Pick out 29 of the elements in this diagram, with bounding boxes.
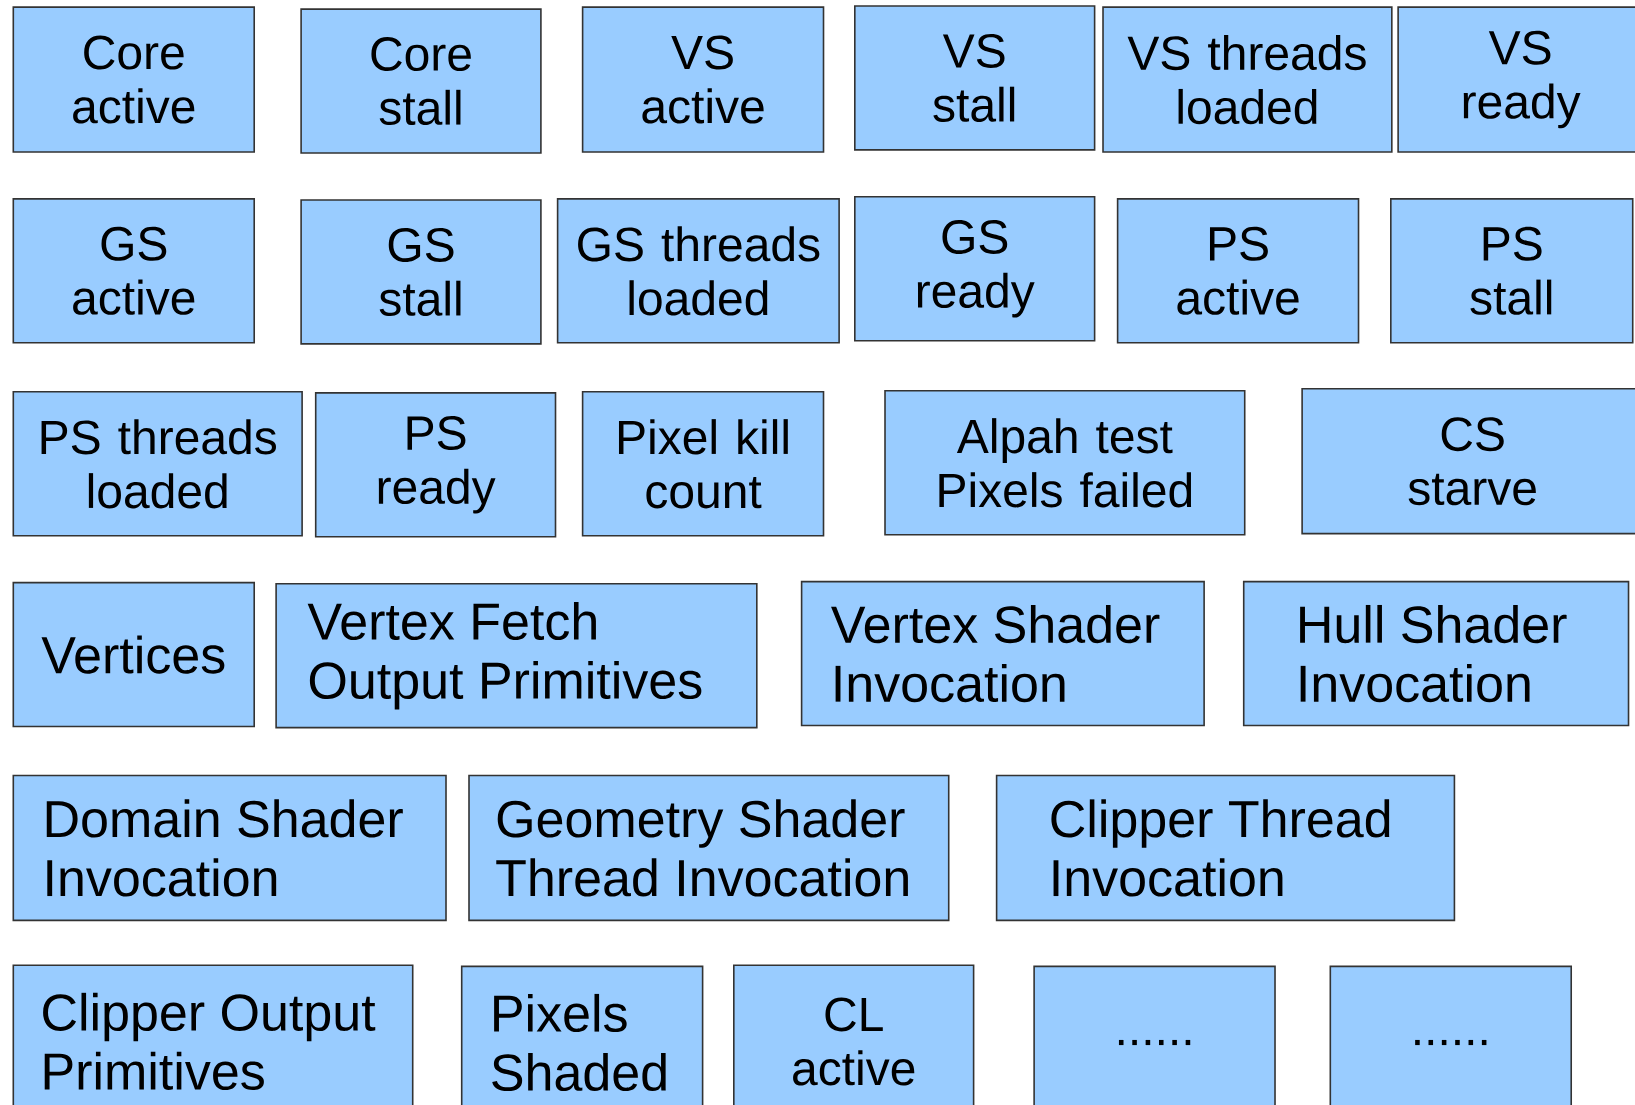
counter-box: CS starve bbox=[1301, 387, 1635, 535]
counter-box: ...... bbox=[1033, 965, 1276, 1105]
counter-box: GS stall bbox=[300, 199, 542, 345]
counter-box: Hull Shader Invocation bbox=[1242, 580, 1630, 727]
counter-box: ...... bbox=[1329, 965, 1572, 1105]
counter-box: PS active bbox=[1116, 198, 1360, 344]
counter-box: VS active bbox=[581, 6, 825, 153]
counter-box: GS ready bbox=[854, 196, 1096, 342]
counter-box: GS threads loaded bbox=[556, 198, 840, 344]
counter-box: PS threads loaded bbox=[12, 391, 303, 537]
counter-box: Clipper Thread Invocation bbox=[995, 774, 1456, 922]
counter-box: Core active bbox=[12, 6, 255, 153]
counter-box: Vertices bbox=[12, 581, 255, 728]
counter-box: Vertex Fetch Output Primitives bbox=[275, 582, 758, 729]
counter-box: Domain Shader Invocation bbox=[12, 774, 447, 922]
counter-box: Clipper Output Primitives bbox=[12, 964, 414, 1105]
counter-box: GS active bbox=[12, 198, 255, 344]
counter-box: Geometry Shader Thread Invocation bbox=[468, 774, 950, 922]
counter-box: Pixels Shaded bbox=[460, 965, 704, 1105]
counter-box: Alpah test Pixels failed bbox=[884, 390, 1246, 536]
counter-box: VS ready bbox=[1397, 6, 1635, 153]
counter-box: VS stall bbox=[854, 5, 1096, 151]
counter-box: Core stall bbox=[300, 8, 542, 154]
counter-box: CL active bbox=[733, 964, 975, 1105]
counter-box: Pixel kill count bbox=[581, 391, 825, 537]
counter-box: PS ready bbox=[314, 392, 557, 538]
counter-box: PS stall bbox=[1390, 198, 1634, 344]
counter-box: VS threads loaded bbox=[1102, 6, 1393, 153]
counter-box: Vertex Shader Invocation bbox=[800, 580, 1205, 727]
